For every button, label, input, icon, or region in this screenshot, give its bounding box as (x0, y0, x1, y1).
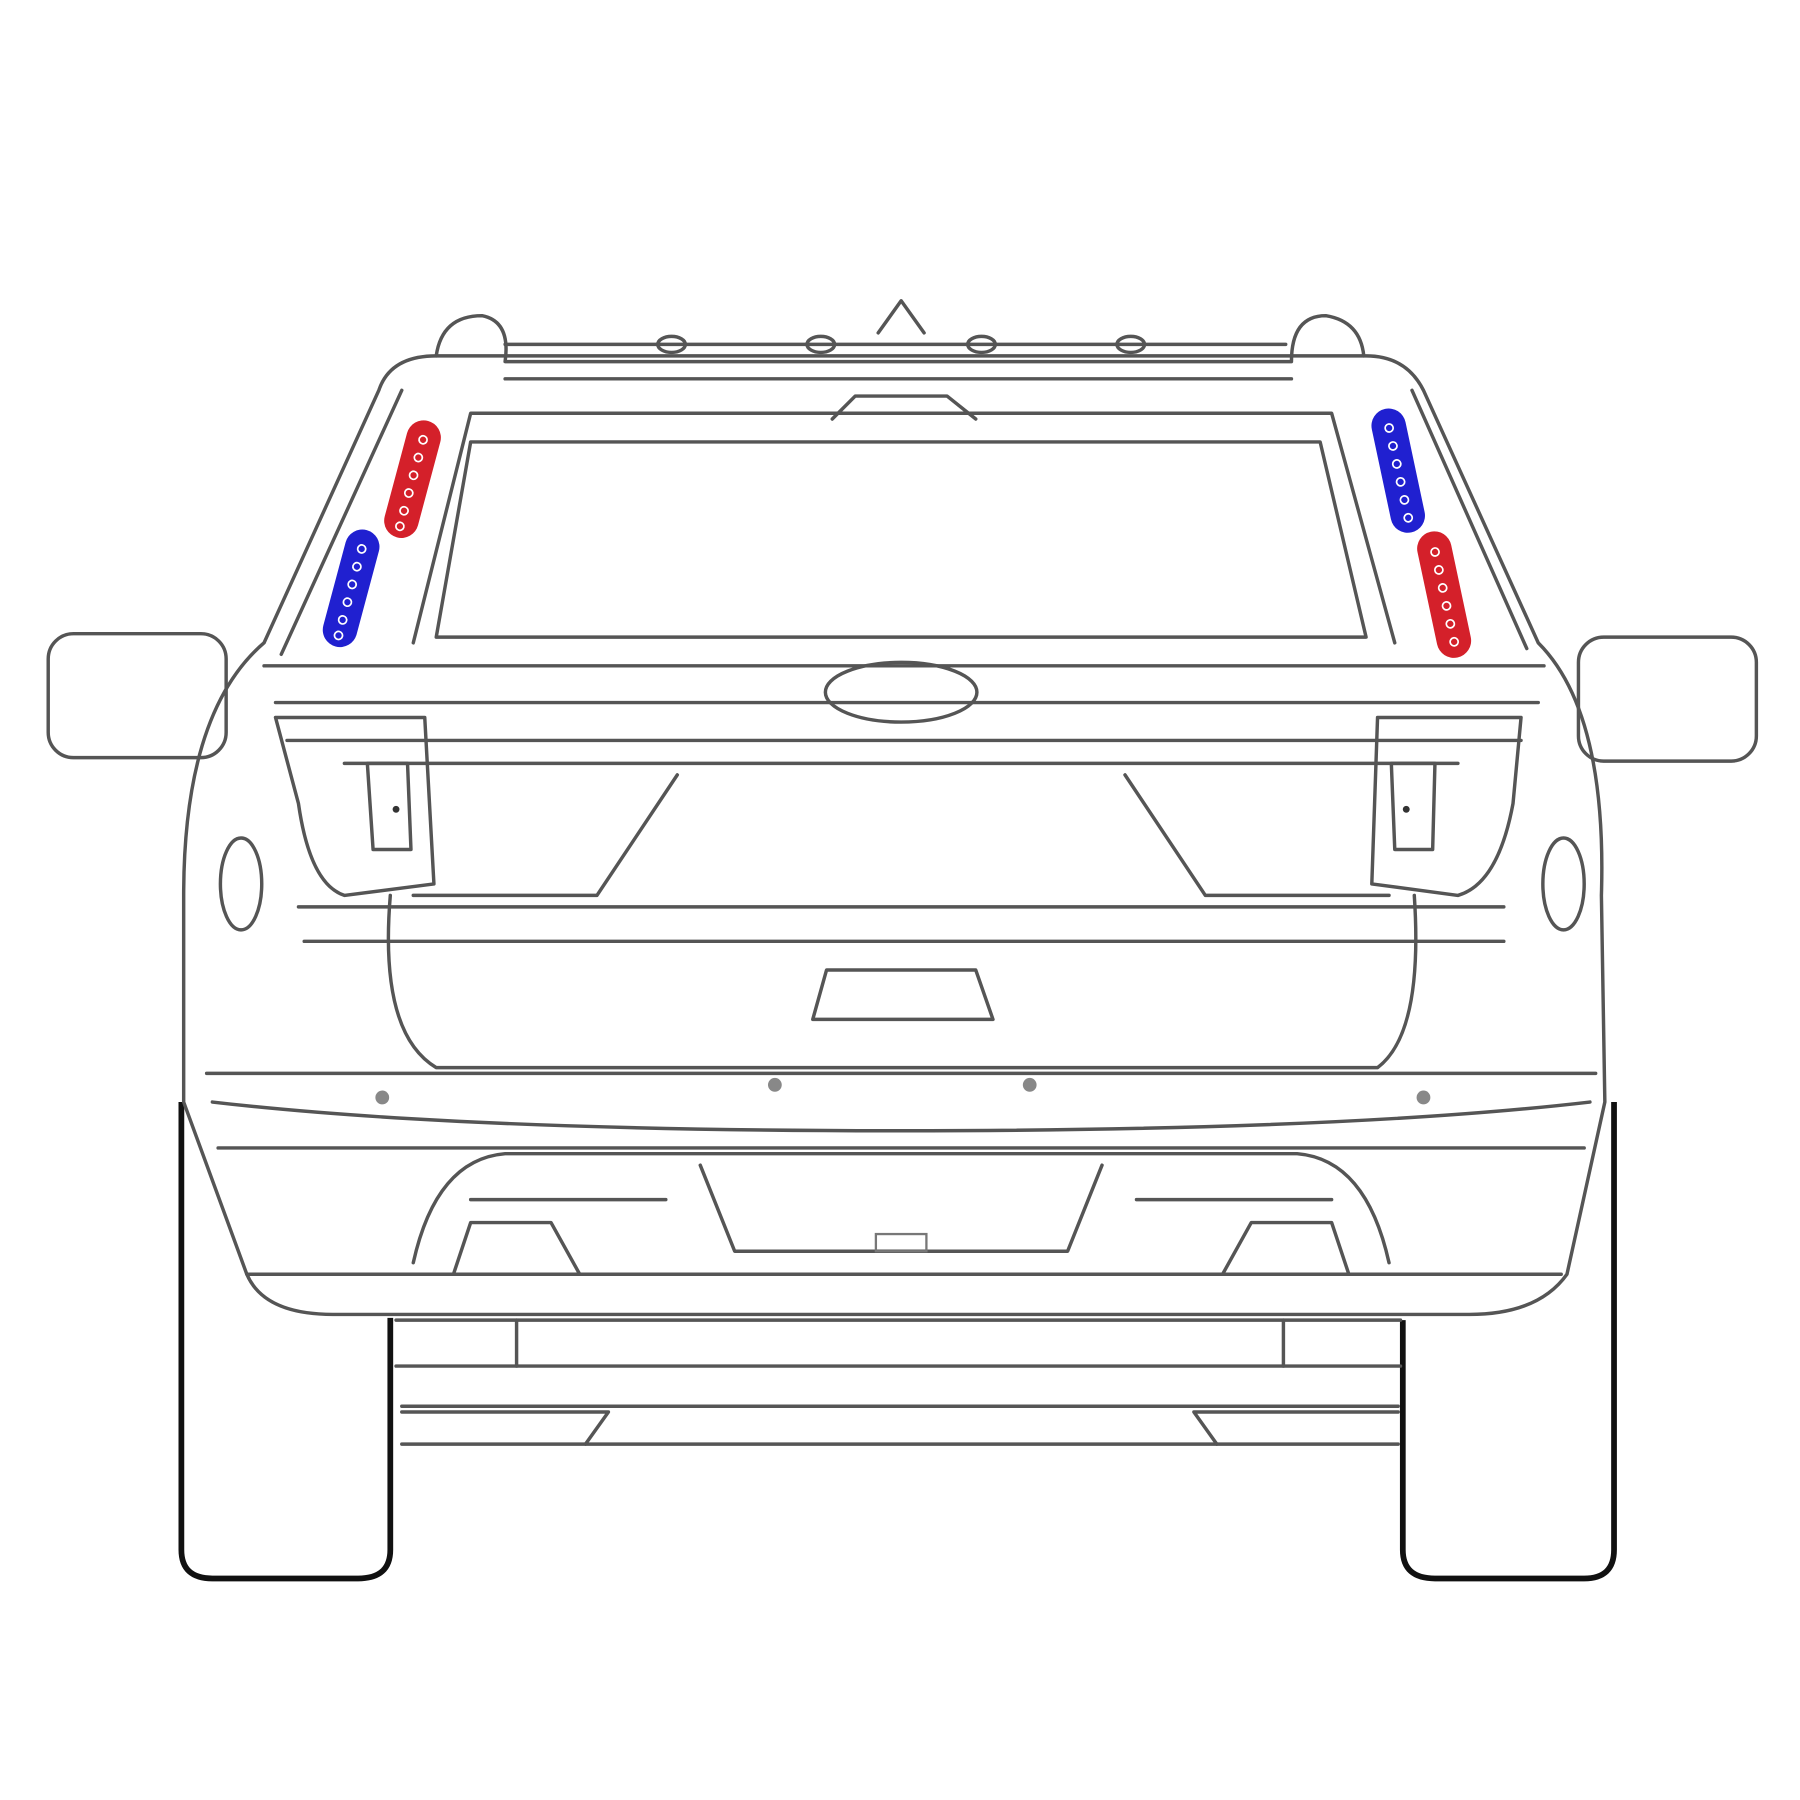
underbody (394, 1318, 1403, 1446)
license-light-housing (811, 968, 995, 1022)
right-mirror (1576, 635, 1759, 763)
light-left-blue (322, 529, 380, 648)
left-mirror (46, 631, 228, 760)
right-tire (1399, 1102, 1617, 1582)
rear-glass (262, 388, 1546, 743)
light-left-red (384, 420, 441, 538)
tail-light-right (1370, 715, 1523, 898)
body-outline (181, 354, 1607, 1317)
tail-light-left (273, 715, 436, 898)
liftgate (218, 761, 1586, 1070)
left-tire (178, 1102, 394, 1582)
emblem (823, 660, 979, 724)
rear-bumper (204, 1071, 1598, 1276)
roof-rack (434, 299, 1366, 421)
light-right-red (1417, 531, 1472, 658)
light-right-blue (1371, 408, 1425, 533)
